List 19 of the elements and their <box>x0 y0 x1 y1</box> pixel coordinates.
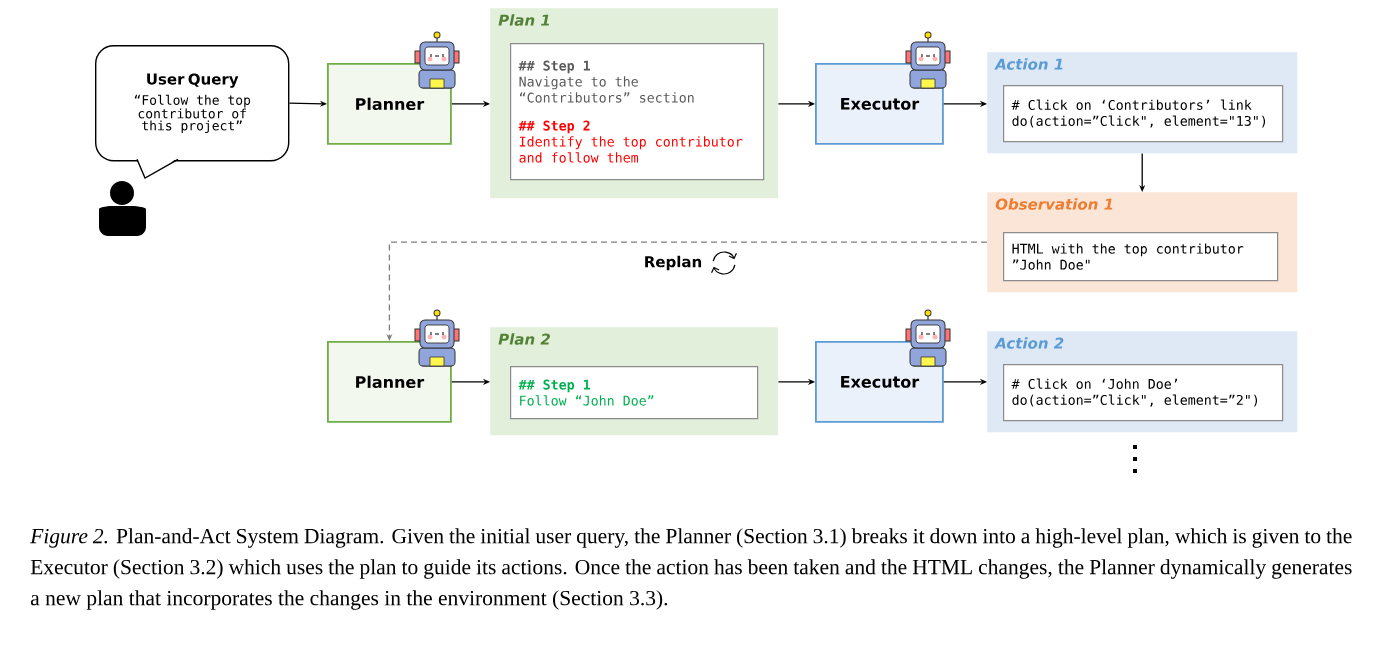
code-box: ## Step 1 Follow “John Doe” <box>510 366 759 420</box>
arrow <box>451 100 490 107</box>
speech-bubble: User Query “Follow the top contributor of this project” <box>95 45 290 179</box>
agent-box: Executor <box>815 63 944 145</box>
figure-caption: Figure 2. Plan-and-Act System Diagram. Given the initial user query, the Planner (Section 3.1) breaks it down into a high-level plan, which is given to the Executor (Section 3.2) which uses the plan to guide its actions. Once the action has been taken and the HTML changes, the Planner dynamically generates a new plan that incorporates the changes in the environment (Section 3.3). <box>30 528 1352 610</box>
code-box: HTML with the top contributor ”John Doe" <box>1003 232 1279 282</box>
code-box: # Click on ‘Contributors’ link do(action=”Click", element="13") <box>1003 85 1284 143</box>
agent-box: Executor <box>815 341 944 423</box>
arrow <box>451 378 490 385</box>
arrow <box>288 100 327 107</box>
agent-box: Planner <box>327 341 452 423</box>
agent-box: Planner <box>327 63 452 145</box>
code-box: ## Step 1 Navigate to the “Contributors” section ## Step 2 Identify the top contributor and follow them <box>510 43 765 181</box>
arrow <box>943 378 987 385</box>
edge-label: Replan <box>641 253 705 273</box>
arrow <box>943 100 987 107</box>
arrow <box>777 100 815 107</box>
arrow <box>777 378 815 385</box>
code-box: # Click on ‘John Doe’ do(action=”Click", element=”2") <box>1003 364 1284 422</box>
